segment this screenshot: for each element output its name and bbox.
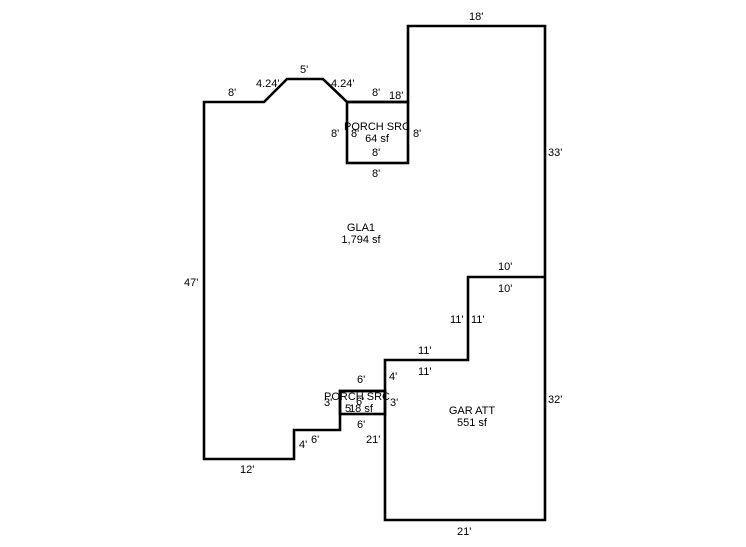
dim-garage-bottom: 21' [457,526,471,538]
dim-garage-left-side: 21' [366,434,380,446]
dim-garage-mid-outer: 11' [418,345,432,357]
dim-gla-left-side: 47' [184,277,198,289]
dim-garage-right-side: 32' [548,394,562,406]
porch-bottom-size-label: 18 sf [349,403,374,415]
dim-porch-bottom-bottom: 6' [357,419,365,431]
dim-porch-bottom-top: 6' [357,374,365,386]
dim-porch-bottom-inner-right: 6' [356,396,364,408]
dim-porch-bottom-inner-left: 5' [345,403,353,415]
garage-size-label: 551 sf [457,417,488,429]
dim-porch-top-left-outer: 8' [331,128,339,140]
dim-garage-top-outer: 10' [498,261,512,273]
garage-name-label: GAR ATT [449,405,496,417]
dim-gla-bevel-left: 4.24' [256,78,280,90]
dim-porch-bottom-right: 3' [390,397,398,409]
dim-garage-left-short: 4' [389,371,397,383]
porch-top-outline [345,100,410,165]
porch-bottom-outline [338,389,387,416]
dim-porch-bottom-left: 3' [324,397,332,409]
dim-gla-bevel-right: 4.24' [331,78,355,90]
porch-top-name-label: PORCH SRC [344,121,410,133]
dim-gla-right-side: 33' [548,147,562,159]
dim-garage-step-right: 11' [471,314,485,326]
gla1-size-label: 1,794 sf [341,234,381,246]
porch-bottom-name-label: PORCH SRC [324,391,390,403]
dim-gla-left-top-run: 8' [228,87,236,99]
dim-gla-top-right: 18' [469,11,483,23]
dim-porch-top-top: 8' [372,87,380,99]
dim-garage-top-inner: 10' [498,283,512,295]
dim-porch-top-bottom-inner: 8' [372,147,380,159]
dim-gla-bottom: 12' [240,464,254,476]
dim-gla-step-vertical: 4' [299,439,307,451]
porch-top-size-label: 64 sf [365,133,390,145]
dim-porch-top-bottom-outer: 8' [372,168,380,180]
dim-garage-mid-inner: 11' [418,366,432,378]
dim-porch-top-right: 8' [413,128,421,140]
dim-garage-step-left: 11' [450,314,464,326]
dim-gla-bevel-top: 5' [300,64,308,76]
dim-porch-top-left-inner: 8' [351,128,359,140]
gla1-name-label: GLA1 [347,222,375,234]
dim-porch-top-corner: 18' [389,90,403,102]
dim-gla-step-horizontal: 6' [311,434,319,446]
garage-outline [383,277,547,522]
